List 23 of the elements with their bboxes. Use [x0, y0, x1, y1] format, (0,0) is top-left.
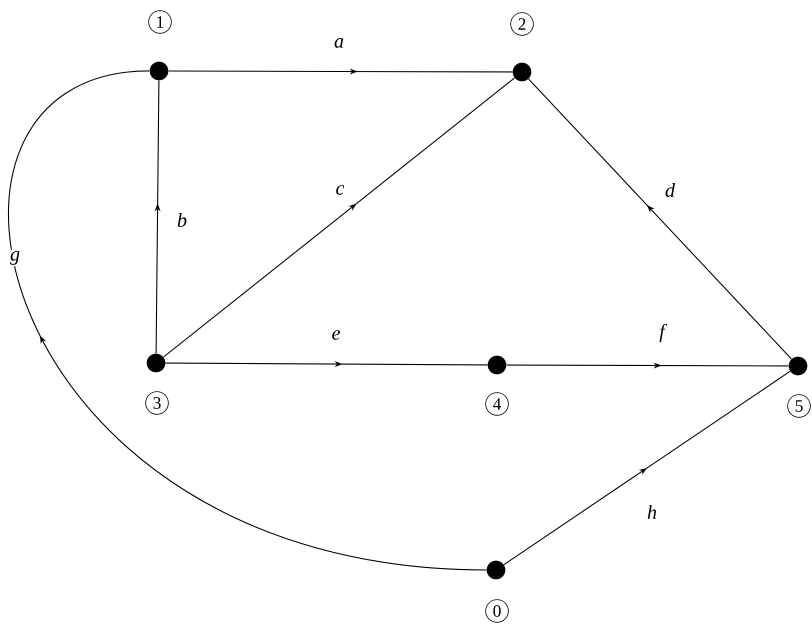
- edge-label: b: [176, 212, 188, 228]
- edge-label: d: [664, 182, 676, 198]
- edge-label: a: [332, 36, 346, 50]
- vertex-number: 2: [510, 12, 534, 36]
- arrow: [504, 370, 790, 566]
- vertex-dot: [486, 560, 506, 580]
- vertex-dot: [146, 354, 166, 372]
- vertex-number: 4: [485, 392, 509, 416]
- edge-label: e: [330, 328, 342, 342]
- edge-label: f: [658, 322, 668, 344]
- vertex-dot: [512, 62, 532, 82]
- vertex-number: 3: [145, 391, 169, 415]
- vertex-number: 1: [148, 10, 172, 34]
- edge-label: g: [8, 250, 22, 266]
- arrow: [163, 78, 515, 358]
- edge-label: c: [334, 184, 346, 196]
- edge-label: h: [646, 504, 658, 520]
- vertex-dot: [488, 356, 506, 374]
- arrow: [528, 78, 792, 360]
- vertex-dot: [150, 62, 168, 80]
- vertex-dot: [788, 356, 808, 376]
- vertex-number: 5: [787, 394, 811, 418]
- vertex-number: 0: [485, 599, 509, 623]
